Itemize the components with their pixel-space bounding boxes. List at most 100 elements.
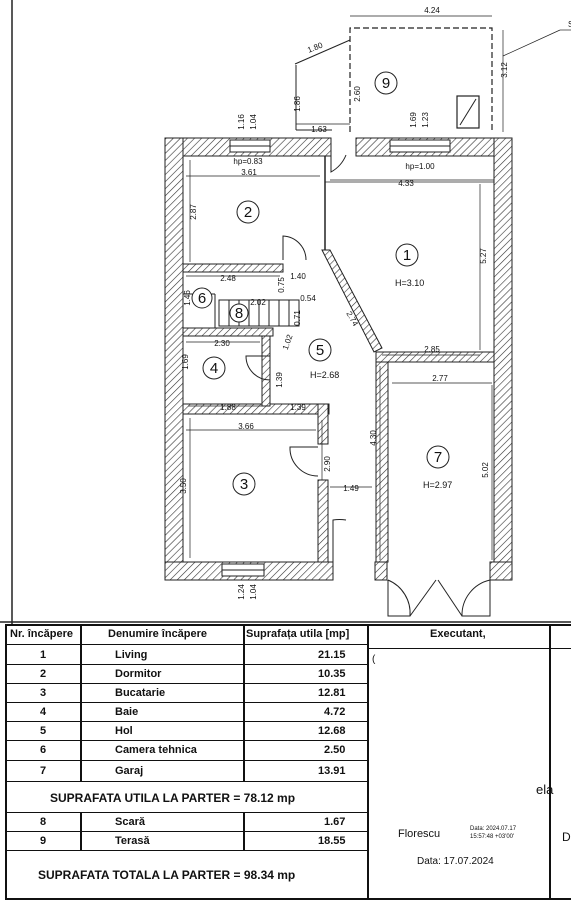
doors xyxy=(245,138,491,617)
dimension-labels: 4.24 1.80 2.60 1.86 1.63 3.12 Su 1.16 1.… xyxy=(179,6,571,600)
room-6-marker: 6 xyxy=(191,287,213,309)
svg-text:1.69: 1.69 xyxy=(409,112,418,128)
row-name: Terasă xyxy=(115,835,150,847)
row-nr: 5 xyxy=(40,725,47,737)
floor-plan: 1 H=3.10 2 3 4 5 H=2.68 6 7 H=2.97 8 9 xyxy=(0,0,571,624)
row-name: Garaj xyxy=(115,765,144,777)
svg-text:2: 2 xyxy=(244,204,252,221)
svg-text:5.27: 5.27 xyxy=(479,248,488,264)
svg-text:6: 6 xyxy=(198,290,206,307)
svg-text:4.24: 4.24 xyxy=(424,6,440,15)
svg-text:hp=1.00: hp=1.00 xyxy=(405,162,435,171)
terrace-room-9 xyxy=(294,27,493,132)
header-name: Denumire încăpere xyxy=(108,628,208,640)
svg-text:0.71: 0.71 xyxy=(293,310,302,326)
svg-text:5.02: 5.02 xyxy=(481,462,490,478)
room-5-height: H=2.68 xyxy=(310,370,339,380)
svg-text:3.61: 3.61 xyxy=(241,168,257,177)
signature-date-line1: Data: 2024.07.17 xyxy=(470,826,517,832)
svg-text:1.04: 1.04 xyxy=(249,114,258,130)
svg-text:1.88: 1.88 xyxy=(220,403,236,412)
svg-text:2.30: 2.30 xyxy=(214,339,230,348)
room-5-marker: 5 xyxy=(308,338,332,362)
row-area: 10.35 xyxy=(318,668,346,680)
row-name: Bucatarie xyxy=(115,687,166,699)
sum-util: SUPRAFATA UTILA LA PARTER = 78.12 mp xyxy=(50,791,296,805)
row-nr: 2 xyxy=(40,668,47,680)
row-name: Hol xyxy=(115,725,133,737)
svg-text:2.85: 2.85 xyxy=(424,345,440,354)
dimension-lines xyxy=(186,15,571,560)
svg-text:4.30: 4.30 xyxy=(369,430,378,446)
svg-text:2.77: 2.77 xyxy=(432,374,448,383)
svg-text:Su: Su xyxy=(568,20,571,29)
svg-text:1.69: 1.69 xyxy=(181,354,190,370)
right-letter: D xyxy=(562,830,571,844)
sum-total: SUPRAFATA TOTALA LA PARTER = 98.34 mp xyxy=(38,868,296,882)
signature-date-line2: 15:57:48 +03'00' xyxy=(470,834,515,840)
signer-name: Florescu xyxy=(398,828,441,840)
room-4-marker: 4 xyxy=(202,356,226,380)
svg-text:1.24: 1.24 xyxy=(237,584,246,600)
svg-text:9: 9 xyxy=(382,75,390,92)
doc-date: Data: 17.07.2024 xyxy=(417,856,494,867)
svg-text:1: 1 xyxy=(403,247,411,264)
row-name: Living xyxy=(115,649,148,661)
row-nr: 6 xyxy=(40,744,47,756)
room-8-marker: 8 xyxy=(229,303,249,323)
room-7-height: H=2.97 xyxy=(423,480,452,490)
svg-text:3.50: 3.50 xyxy=(179,478,188,494)
row-name: Scară xyxy=(115,816,145,828)
svg-text:5: 5 xyxy=(316,342,324,359)
svg-text:2.87: 2.87 xyxy=(189,204,198,220)
svg-text:1.46: 1.46 xyxy=(183,290,192,306)
svg-text:4: 4 xyxy=(210,360,218,377)
paren-mark: ( xyxy=(372,654,376,665)
svg-text:hp=0.83: hp=0.83 xyxy=(233,157,263,166)
header-executant: Executant, xyxy=(430,628,486,640)
svg-text:1.04: 1.04 xyxy=(249,584,258,600)
svg-text:2.90: 2.90 xyxy=(323,456,332,472)
room-1-marker: 1 xyxy=(395,243,419,267)
header-area: Suprafața utila [mp] xyxy=(246,628,350,640)
svg-text:2.02: 2.02 xyxy=(250,298,266,307)
svg-text:3.12: 3.12 xyxy=(500,62,509,78)
svg-text:1.39: 1.39 xyxy=(275,372,284,388)
row-nr: 4 xyxy=(40,706,47,718)
walls xyxy=(164,137,513,581)
row-area: 21.15 xyxy=(318,649,346,661)
svg-text:1.40: 1.40 xyxy=(290,272,306,281)
svg-text:1.39: 1.39 xyxy=(290,403,306,412)
room-markers: 1 H=3.10 2 3 4 5 H=2.68 6 7 H=2.97 8 9 xyxy=(191,71,452,496)
row-area: 12.81 xyxy=(318,687,346,699)
rooms-table-area: Nr. încăpere Denumire încăpere Suprafața… xyxy=(0,624,571,900)
svg-text:0.75: 0.75 xyxy=(277,277,286,293)
svg-text:1.16: 1.16 xyxy=(237,114,246,130)
room-2-marker: 2 xyxy=(236,200,260,224)
row-nr: 3 xyxy=(40,687,47,699)
svg-text:2.48: 2.48 xyxy=(220,274,236,283)
svg-text:1.23: 1.23 xyxy=(421,112,430,128)
svg-text:1.02: 1.02 xyxy=(281,333,295,351)
row-name: Camera tehnica xyxy=(115,744,197,756)
svg-text:8: 8 xyxy=(235,305,243,322)
svg-text:7: 7 xyxy=(434,449,442,466)
row-name: Dormitor xyxy=(115,668,162,680)
room-9-marker: 9 xyxy=(374,71,398,95)
row-area: 2.50 xyxy=(324,744,346,756)
row-nr: 9 xyxy=(40,835,47,847)
svg-text:2.60: 2.60 xyxy=(353,86,362,102)
row-area: 1.67 xyxy=(324,816,346,828)
row-area: 12.68 xyxy=(318,725,346,737)
row-nr: 7 xyxy=(40,765,47,777)
row-area: 18.55 xyxy=(318,835,346,847)
row-nr: 8 xyxy=(40,816,47,828)
svg-text:1.49: 1.49 xyxy=(343,484,359,493)
svg-text:3.66: 3.66 xyxy=(238,422,254,431)
room-1-height: H=3.10 xyxy=(395,278,424,288)
row-area: 4.72 xyxy=(324,706,346,718)
svg-text:0.54: 0.54 xyxy=(300,294,316,303)
svg-text:1.86: 1.86 xyxy=(293,96,302,112)
svg-text:4.33: 4.33 xyxy=(398,179,414,188)
room-7-marker: 7 xyxy=(426,445,450,469)
